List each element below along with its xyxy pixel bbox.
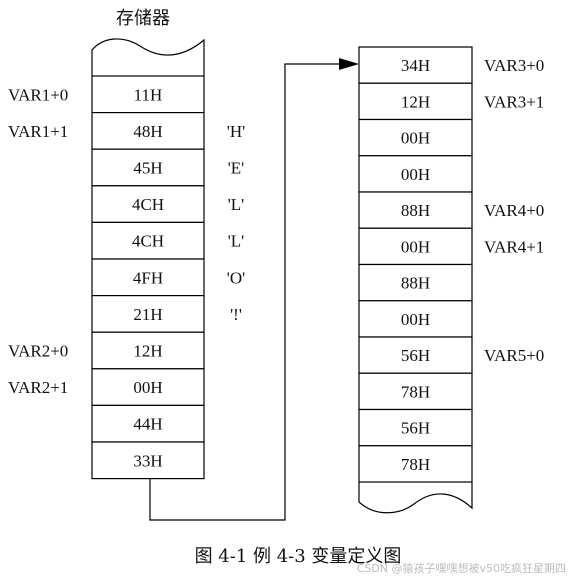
left-memory-cell	[91, 111, 205, 150]
char-annotation: 'O'	[227, 268, 245, 287]
char-annotation: 'E'	[228, 159, 245, 178]
right-memory-cell	[358, 263, 473, 302]
variable-label: VAR3+1	[484, 92, 544, 111]
right-memory-cell	[358, 300, 473, 338]
left-memory-cell	[91, 258, 205, 297]
left-memory-cell	[91, 75, 205, 114]
left-memory-cell	[91, 441, 205, 480]
char-annotation: '!'	[230, 305, 242, 324]
right-memory-cell	[358, 191, 473, 229]
left-memory-cell	[91, 331, 205, 370]
right-memory-cell	[358, 445, 473, 483]
right-memory-cell	[358, 336, 473, 374]
right-memory-cell	[358, 408, 473, 447]
variable-label: VAR4+1	[484, 237, 544, 256]
variable-label: VAR5+0	[484, 346, 544, 365]
left-memory-cell-value: 44H	[133, 415, 162, 434]
left-memory-cell-value: 00H	[133, 378, 162, 397]
right-memory-column: 34H 12H 00H 00H 88H 00H 88H 00H 56H 78H 56H 78H	[358, 46, 473, 483]
watermark-text: CSDN @猿孩子嘿嘿想被v50吃疯狂星期四	[357, 561, 566, 575]
connector-arrowhead	[339, 58, 359, 70]
right-column-wavy-bottom	[358, 482, 473, 514]
right-memory-cell-value: 00H	[401, 129, 430, 148]
left-memory-cell-value: 4CH	[132, 195, 164, 214]
left-memory-cell-value: 21H	[133, 305, 162, 324]
left-memory-cell	[91, 148, 205, 187]
variable-label: VAR1+1	[8, 122, 68, 141]
left-memory-cell-value: 45H	[133, 159, 162, 178]
left-memory-cell-value: 33H	[133, 451, 162, 470]
variable-label: VAR2+0	[8, 342, 68, 361]
char-annotation: 'L'	[228, 232, 245, 251]
right-memory-cell	[358, 118, 473, 157]
variable-label: VAR4+0	[484, 201, 544, 220]
connector-line	[149, 63, 345, 521]
variable-label: VAR3+0	[484, 56, 544, 75]
right-memory-cell-value: 78H	[401, 382, 430, 401]
variable-label: VAR1+0	[8, 85, 68, 104]
left-column-wavy-top	[91, 38, 205, 76]
right-memory-cell-value: 12H	[401, 92, 430, 111]
right-memory-cell-value: 78H	[401, 455, 430, 474]
right-memory-cell-value: 00H	[401, 165, 430, 184]
left-memory-cell-value: 48H	[133, 122, 162, 141]
right-memory-cell-value: 88H	[401, 201, 430, 220]
left-memory-cell	[91, 404, 205, 443]
left-memory-cell-value: 4CH	[132, 232, 164, 251]
right-memory-cell-value: 56H	[401, 419, 430, 438]
right-memory-cell-value: 56H	[401, 346, 430, 365]
figure-caption: 图 4-1 例 4-3 变量定义图	[195, 546, 402, 567]
right-memory-cell	[358, 227, 473, 266]
left-memory-cell	[91, 185, 205, 224]
right-memory-cell	[358, 46, 473, 84]
right-memory-cell-value: 34H	[401, 56, 430, 75]
left-memory-cell-value: 12H	[133, 342, 162, 361]
right-memory-cell-value: 00H	[401, 237, 430, 256]
right-memory-cell	[358, 372, 473, 411]
char-annotation: 'L'	[228, 195, 245, 214]
char-annotation: 'H'	[227, 122, 245, 141]
memory-header: 存储器	[116, 8, 170, 29]
character-annotations: 'H' 'E' 'L' 'L' 'O' '!'	[227, 122, 245, 324]
right-memory-cell-value: 88H	[401, 274, 430, 293]
left-memory-cell-value: 4FH	[133, 268, 163, 287]
left-memory-column: 11H 48H 45H 4CH 4CH 4FH 21H 12H 00H 44H 33H	[91, 75, 205, 480]
right-memory-cell-value: 00H	[401, 310, 430, 329]
variable-label: VAR2+1	[8, 378, 68, 397]
left-memory-cell-value: 11H	[134, 85, 163, 104]
